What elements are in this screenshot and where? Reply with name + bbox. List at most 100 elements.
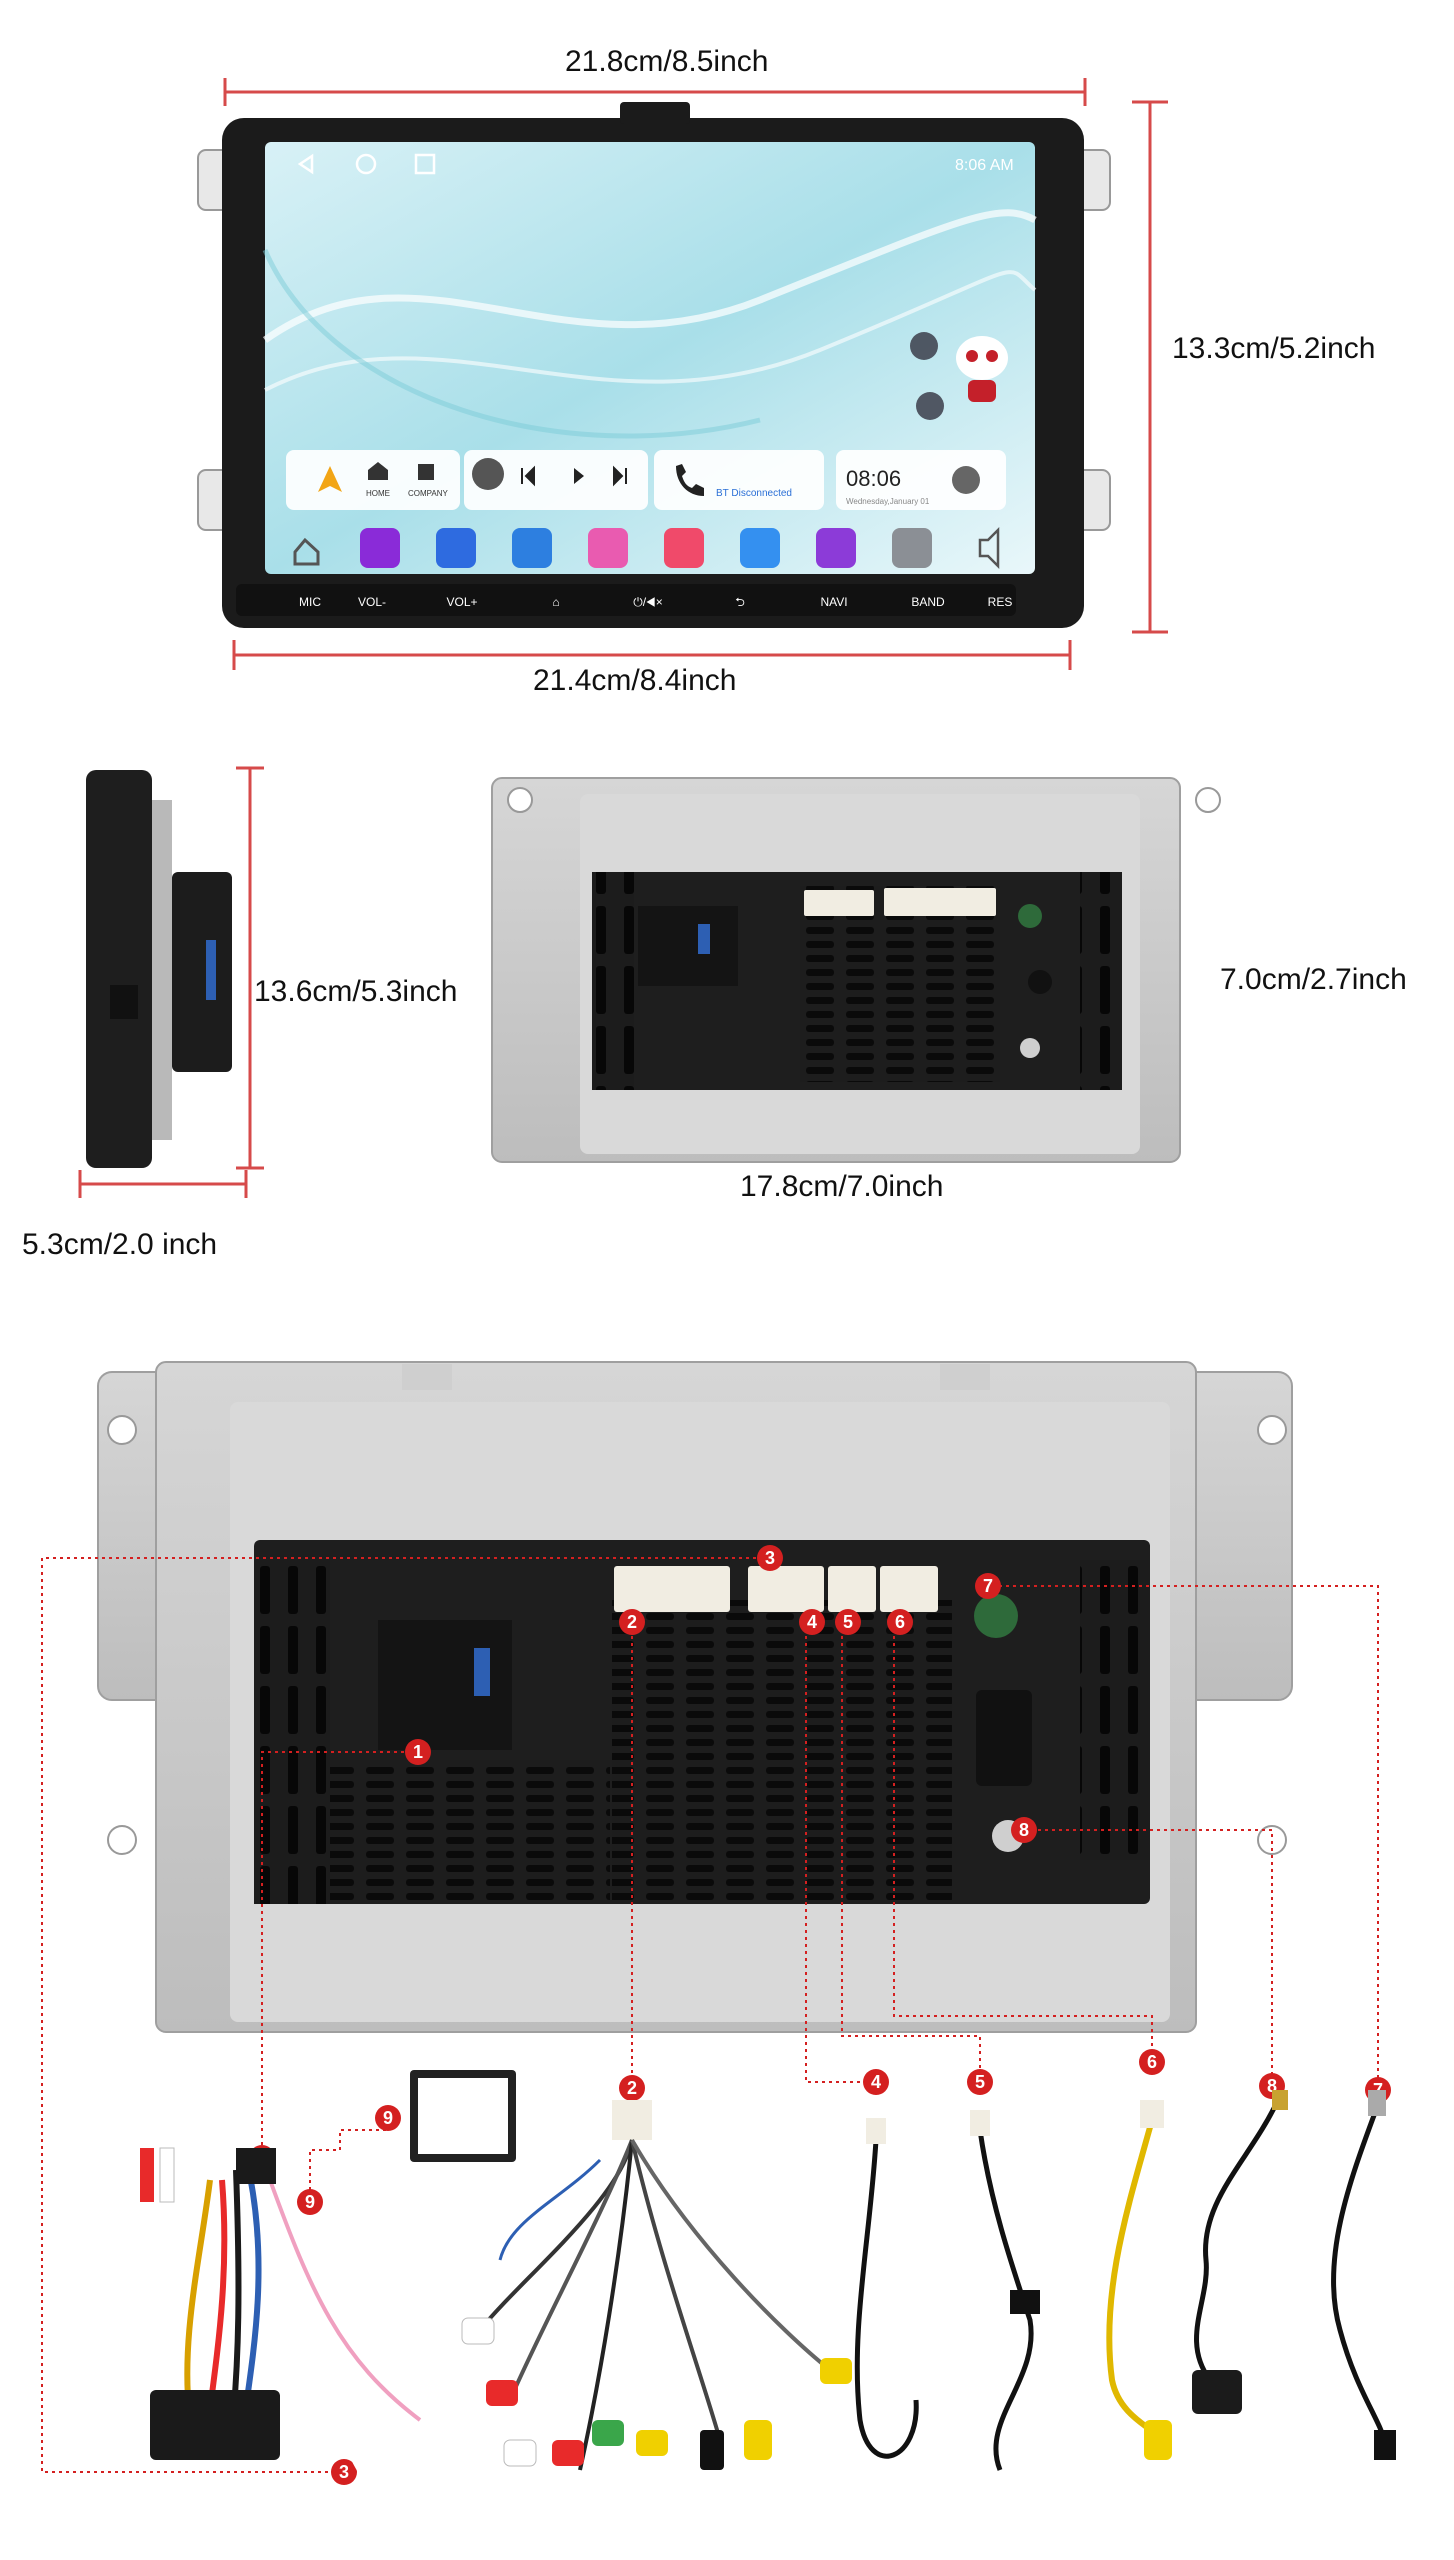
voice-assistant[interactable] — [910, 332, 1008, 420]
music-widget[interactable] — [464, 450, 648, 510]
callout-number-16: 9 — [383, 2108, 393, 2128]
play-icon[interactable] — [574, 468, 584, 484]
back-nav-icon[interactable] — [297, 153, 314, 175]
connector-6-port — [880, 1566, 938, 1612]
connector-4-port — [748, 1566, 824, 1612]
callout-number-10: 3 — [339, 2462, 349, 2482]
callout-badge-bg-0 — [405, 1739, 431, 1765]
clock-time: 08:06 — [846, 466, 901, 491]
cable-5 — [970, 2110, 1040, 2471]
home-nav-icon[interactable] — [355, 153, 377, 175]
connector-2-port — [614, 1566, 730, 1612]
clock-date: Wednesday,January 01 — [846, 497, 930, 506]
callout-lines — [41, 1557, 1379, 2473]
callout-badge-bg-16 — [375, 2105, 401, 2131]
navigation-arrow-icon — [318, 466, 342, 492]
chassis-height-label: 7.0cm/2.7inch — [1220, 963, 1407, 996]
gallery-app-icon[interactable] — [588, 528, 628, 568]
side-depth-label: 5.3cm/2.0 inch — [22, 1228, 218, 1261]
front-dimension-lines — [223, 78, 1168, 670]
connector-5-port — [828, 1566, 876, 1612]
volume-icon[interactable] — [978, 526, 1000, 570]
hard-button-2[interactable]: VOL- — [358, 595, 386, 609]
callout-number-17: 9 — [305, 2192, 315, 2212]
clock-widget — [836, 450, 1006, 510]
hard-button-4[interactable]: ⌂ — [552, 595, 559, 609]
music-app-icon[interactable] — [664, 528, 704, 568]
cable-harness-1 — [140, 2147, 422, 2472]
callout-number-2: 3 — [765, 1548, 775, 1568]
navigation-app-icon[interactable] — [512, 528, 552, 568]
chassis-middle — [491, 777, 1221, 1163]
callout-badge-bg-9 — [619, 2075, 645, 2101]
recents-nav-icon[interactable] — [414, 153, 436, 175]
callout-number-0: 1 — [413, 1742, 423, 1762]
chassis-width-label: 17.8cm/7.0inch — [740, 1170, 944, 1203]
hard-button-9[interactable]: RES — [988, 595, 1013, 609]
callout-badge-bg-12 — [967, 2069, 993, 2095]
settings-dial-icon — [952, 466, 980, 494]
video-app-icon[interactable] — [816, 528, 856, 568]
next-track-icon[interactable] — [613, 465, 627, 487]
callout-badge-bg-13 — [1139, 2049, 1165, 2075]
callout-number-13: 6 — [1147, 2052, 1157, 2072]
callout-badge-bg-17 — [297, 2189, 323, 2215]
hard-button-5[interactable]: ⏻/◀× — [633, 595, 662, 609]
callout-number-4: 5 — [843, 1612, 853, 1632]
callout-badge-bg-3 — [799, 1609, 825, 1635]
callout-badge-bg-6 — [975, 1573, 1001, 1599]
gps-antenna-8 — [1192, 2090, 1288, 2414]
widget-row: HOME COMPANY BT Disconnected 08:06 Wedne… — [286, 450, 1006, 510]
button-strip — [236, 584, 1016, 616]
callout-badge-bg-1 — [619, 1609, 645, 1635]
callout-badge-bg-7 — [1011, 1817, 1037, 1843]
front-width-bottom-label: 21.4cm/8.4inch — [533, 664, 737, 697]
company-widget-label: COMPANY — [408, 489, 449, 498]
side-height-label: 13.6cm/5.3inch — [254, 975, 458, 1008]
connector-7-port — [974, 1594, 1018, 1638]
callout-badge-bg-5 — [887, 1609, 913, 1635]
gps-module-9 — [410, 2070, 516, 2162]
iso-plug-icon — [150, 2390, 280, 2460]
callout-badge-bg-4 — [835, 1609, 861, 1635]
cable-4 — [854, 2118, 919, 2459]
hard-button-7[interactable]: NAVI — [820, 595, 847, 609]
status-time: 8:06 AM — [955, 157, 1014, 174]
cable-6 — [1106, 2100, 1172, 2460]
bluetooth-app-icon[interactable] — [740, 528, 780, 568]
callout-badge-bg-10 — [331, 2459, 357, 2485]
hard-button-3[interactable]: VOL+ — [446, 595, 477, 609]
side-dimension-lines — [78, 766, 264, 1198]
callout-number-3: 4 — [807, 1612, 817, 1632]
hard-button-8[interactable]: BAND — [911, 595, 945, 609]
settings-app-icon[interactable] — [892, 528, 932, 568]
phone-icon — [676, 464, 704, 496]
home-widget-label: HOME — [366, 489, 390, 498]
company-icon — [418, 464, 434, 480]
front-width-top-label: 21.8cm/8.5inch — [565, 45, 769, 78]
car-app-icon[interactable] — [436, 528, 476, 568]
side-view-unit — [86, 770, 232, 1168]
callout-number-9: 2 — [627, 2078, 637, 2098]
cable-harness-2 — [461, 2100, 852, 2471]
callout-number-11: 4 — [871, 2072, 881, 2092]
dock-home-icon[interactable] — [293, 537, 320, 566]
apps-grid-icon[interactable] — [360, 528, 400, 568]
iso-connector-port — [378, 1620, 512, 1750]
front-height-label: 13.3cm/5.2inch — [1172, 332, 1376, 365]
callout-badge-bg-11 — [863, 2069, 889, 2095]
callout-badge-bg-2 — [757, 1545, 783, 1571]
callout-number-14: 8 — [1267, 2076, 1277, 2096]
hard-button-6[interactable]: ⮌ — [735, 595, 745, 609]
callout-number-7: 8 — [1019, 1820, 1029, 1840]
hard-button-1[interactable]: MIC — [299, 595, 321, 609]
status-bar — [297, 153, 436, 175]
app-dock — [293, 526, 1000, 570]
assistant-bubble-icon — [910, 332, 938, 360]
prev-track-icon[interactable] — [521, 465, 535, 487]
bt-status-text: BT Disconnected — [716, 488, 792, 499]
cable-7 — [1331, 2090, 1396, 2460]
callout-number-1: 2 — [627, 1612, 637, 1632]
assistant-mic-icon — [916, 392, 944, 420]
